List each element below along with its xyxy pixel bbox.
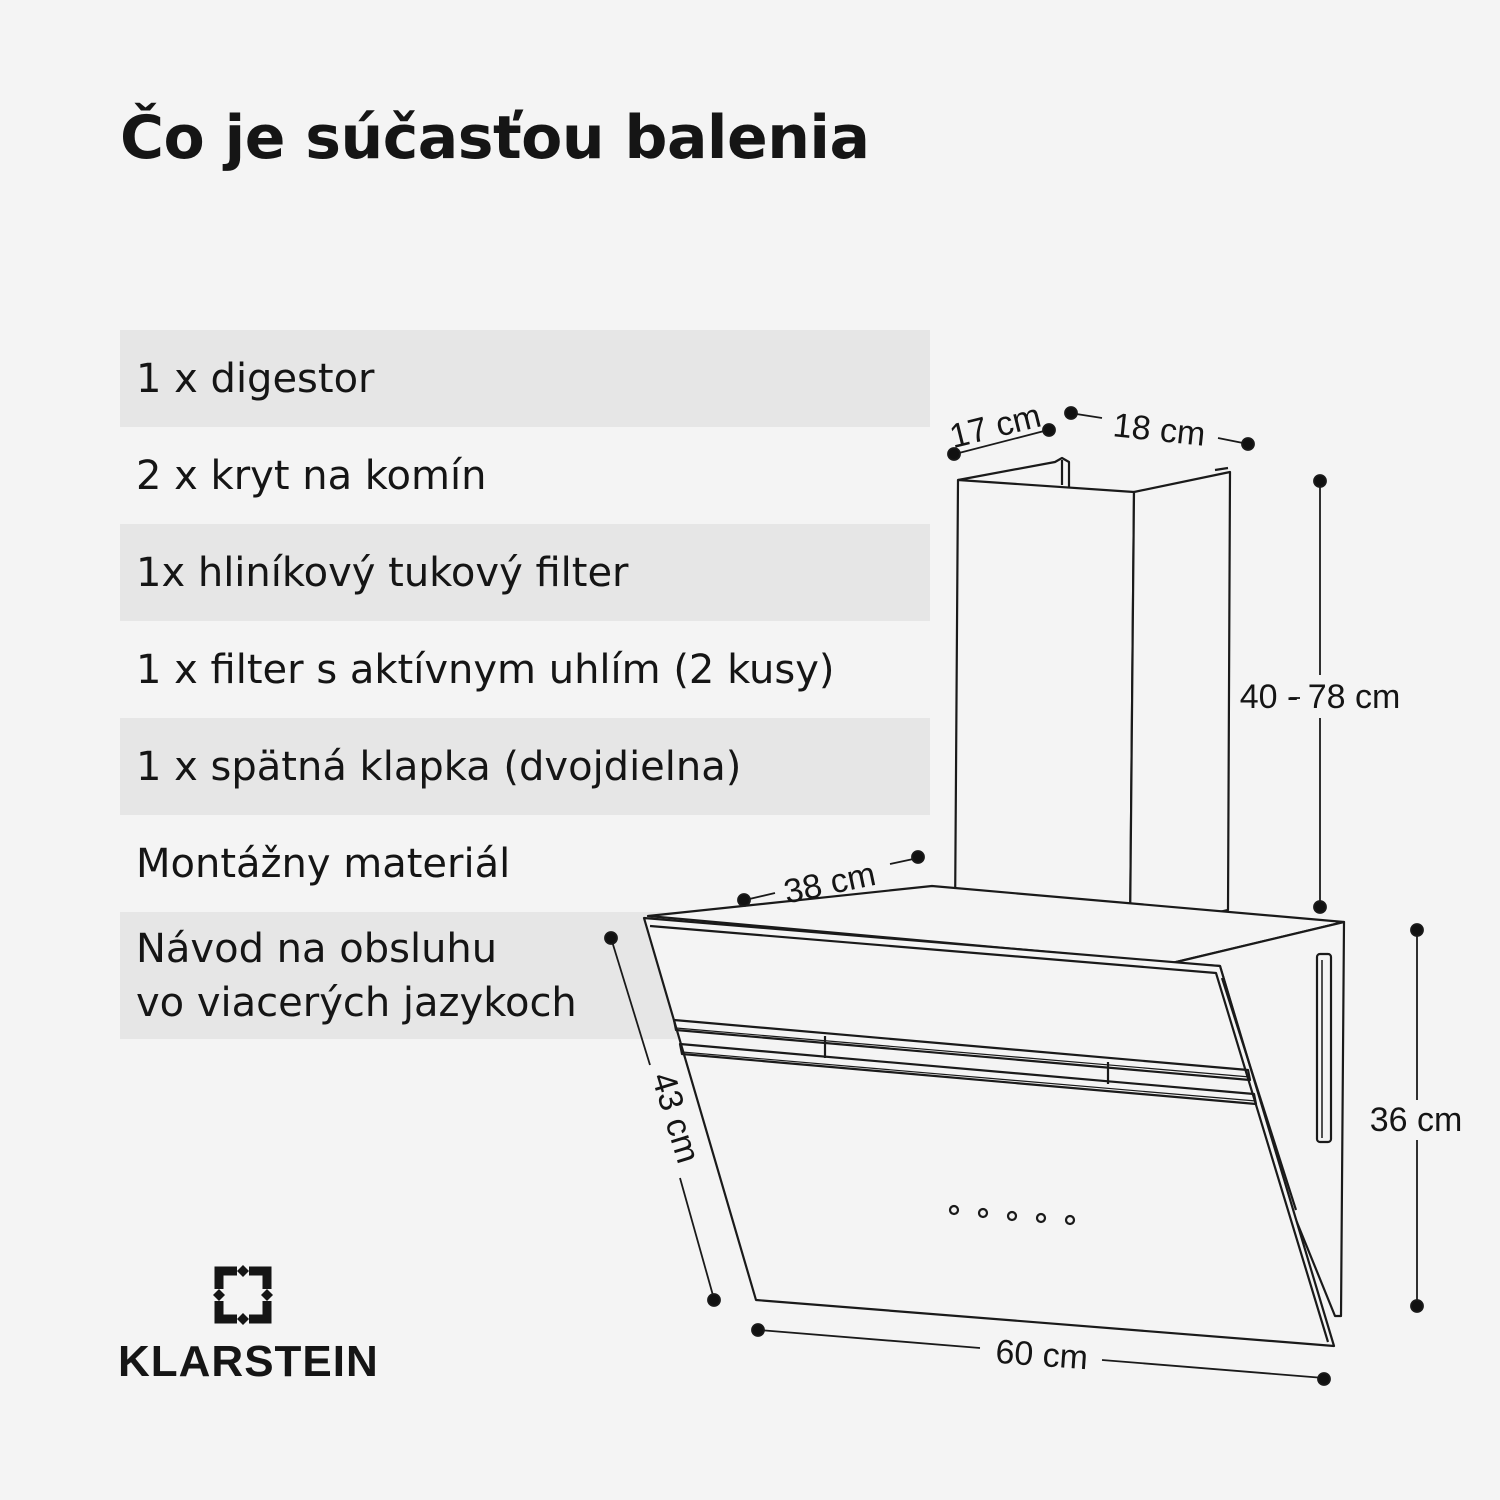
klarstein-logo-icon bbox=[213, 1265, 273, 1325]
dim-body-height: 36 cm bbox=[1370, 1101, 1463, 1139]
package-contents-list: 1 x digestor 2 x kryt na komín 1x hliník… bbox=[120, 330, 930, 1039]
dim-chimney-width: 18 cm bbox=[1111, 406, 1207, 453]
brand-name: KLARSTEIN bbox=[118, 1337, 379, 1386]
dim-chimney-depth: 17 cm bbox=[946, 397, 1045, 456]
list-item: 1x hliníkový tukový filter bbox=[120, 524, 930, 621]
list-item: 1 x spätná klapka (dvojdielna) bbox=[120, 718, 930, 815]
dim-chimney-height: 40 - 78 cm bbox=[1240, 678, 1401, 716]
list-item: Montážny materiál bbox=[136, 840, 511, 887]
list-item: 2 x kryt na komín bbox=[136, 452, 487, 499]
range-hood-drawing bbox=[642, 456, 1346, 1348]
dim-hood-width: 60 cm bbox=[994, 1333, 1089, 1377]
list-item: 1 x digestor bbox=[120, 330, 930, 427]
dimension-lines bbox=[604, 406, 1424, 1386]
page-title: Čo je súčasťou balenia bbox=[120, 103, 870, 173]
list-item: 1 x filter s aktívnym uhlím (2 kusy) bbox=[136, 646, 835, 693]
